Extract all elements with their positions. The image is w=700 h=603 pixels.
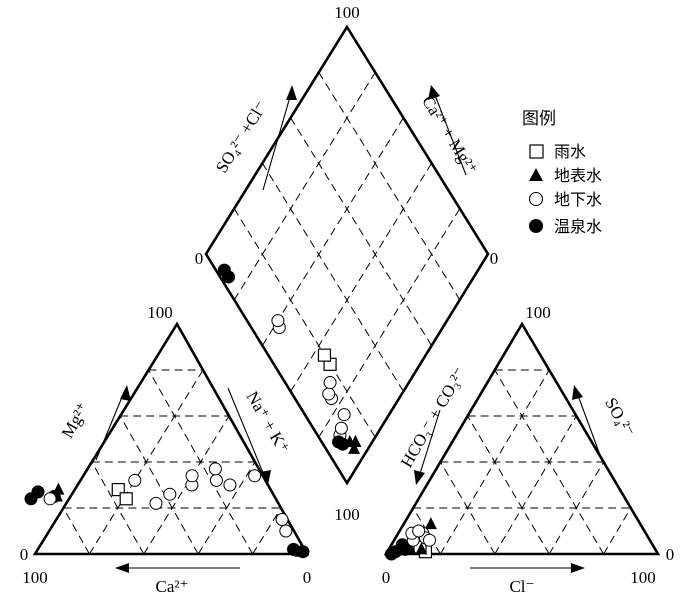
legend-title: 图例 [522,109,556,129]
diamond-grid-line [318,208,461,438]
cation-grid-line [252,507,282,555]
cation-right-arrow [227,387,267,481]
anion-right-axis-label: SO₄²⁻ [601,394,638,440]
anion-sample-point [412,524,426,538]
diamond-left-arrow [262,89,293,191]
cation-sample-point [248,469,262,483]
diamond-top-tick: 100 [334,3,360,22]
diamond-grid-line [290,117,433,346]
diamond-grid-line [261,117,404,346]
sample-markers [24,263,437,561]
legend-surface-label: 地表水 [554,166,602,185]
cation-sample-point [149,496,163,510]
cation-bottom-arrowhead [115,563,129,573]
cation-bottom-axis-label: Ca²⁺ [156,577,189,596]
diamond-sample-point [322,387,336,401]
legend-ground-label: 地下水 [554,190,602,209]
diamond-grid-line [261,162,404,392]
cation-right-axis-label: Na⁺ + K⁺ [243,388,294,457]
cation-right-arrowhead [260,470,271,485]
legend-hot-label: 温泉水 [554,217,602,236]
diamond-sample-point [337,408,351,422]
diamond-grid-line [318,72,461,301]
diamond-left-tick: 0 [195,249,204,268]
cation-bottom-left-tick: 100 [22,568,48,587]
cation-sample-point [128,473,142,487]
diamond-sample-point [334,421,348,435]
anion-bottom-arrowhead [571,563,585,573]
anion-right-arrowhead [572,385,583,400]
cation-grid-line [119,415,199,555]
legend-surface-marker [529,168,543,181]
cation-sample-point [119,492,133,506]
diamond-sample-point [217,263,231,277]
cation-sample-point [209,473,223,487]
cation-grid-line [148,369,254,555]
diamond-grid-line [233,72,376,301]
anion-grid-line [603,507,632,555]
anion-sample-point [424,517,437,530]
anion-bottom-left-tick: 0 [382,568,391,587]
anion-top-tick: 100 [525,303,551,322]
anion-bottom-axis-label: Cl⁻ [509,577,534,596]
anion-left-axis-label: HCO₃⁻ + CO₃²⁻ [397,364,470,471]
cation-sample-point [223,478,237,492]
cation-sample-point [296,545,310,559]
diamond-bottom-tick: 100 [334,505,360,524]
anion-left-arrowhead [414,470,425,485]
cation-left-arrow [95,389,126,461]
diamond-sample-point [349,435,362,448]
cation-sample-point [208,462,222,476]
anion-bottom-right-tick: 100 [630,568,656,587]
cation-grid-line [91,461,145,555]
anion-triangle-frame [383,321,661,556]
diamond-right-arrow [432,89,467,176]
anion-right-tick: 0 [666,545,675,564]
anion-sample-point [384,547,398,561]
cation-grid-line [62,507,90,555]
cation-sample-point [275,513,289,526]
legend: 图例 雨水 地表水 地下水 温泉水 [522,109,602,236]
diamond-right-axis-label: Ca²⁺ + Mg²⁺ [418,92,481,177]
diamond-sample-point [336,437,350,451]
legend-rain-label: 雨水 [554,142,586,161]
cation-triangle-frame [32,321,310,556]
diamond-sample-point [323,376,337,390]
direction-arrows [95,85,601,573]
cation-sample-point [279,524,293,538]
anion-sample-point [415,542,428,555]
legend-ground-marker [528,191,544,207]
cation-left-arrowhead [120,385,131,401]
anion-sample-point [423,533,437,547]
anion-grid-line [439,461,496,555]
cation-top-tick: 100 [147,303,173,322]
cation-sample-point [24,492,38,506]
anion-grid-line [494,369,605,555]
cation-sample-point [43,492,57,506]
diamond-grid-line [290,162,433,392]
cation-left-axis-label: Mg²⁺ [58,399,93,441]
anion-grid-line [467,415,550,555]
diamond-grid-line [233,208,376,438]
anion-left-arrow [417,409,441,481]
diamond-sample-point [317,348,332,362]
legend-rain-marker [529,144,544,159]
diamond-sample-point [271,314,285,328]
diamond-left-arrowhead [286,85,297,100]
anion-sample-point [395,538,409,552]
legend-hot-marker [529,219,543,233]
diamond-right-arrowhead [428,85,440,100]
anion-right-arrow [575,389,601,456]
diamond-frame [204,24,490,486]
cation-sample-point [163,487,177,501]
diamond-sample-point [348,441,361,454]
cation-bottom-right-tick: 0 [303,568,312,587]
cation-left-tick: 0 [20,545,29,564]
diamond-right-tick: 0 [490,249,499,268]
anion-grid-line [494,415,577,555]
cation-sample-point [185,469,199,483]
